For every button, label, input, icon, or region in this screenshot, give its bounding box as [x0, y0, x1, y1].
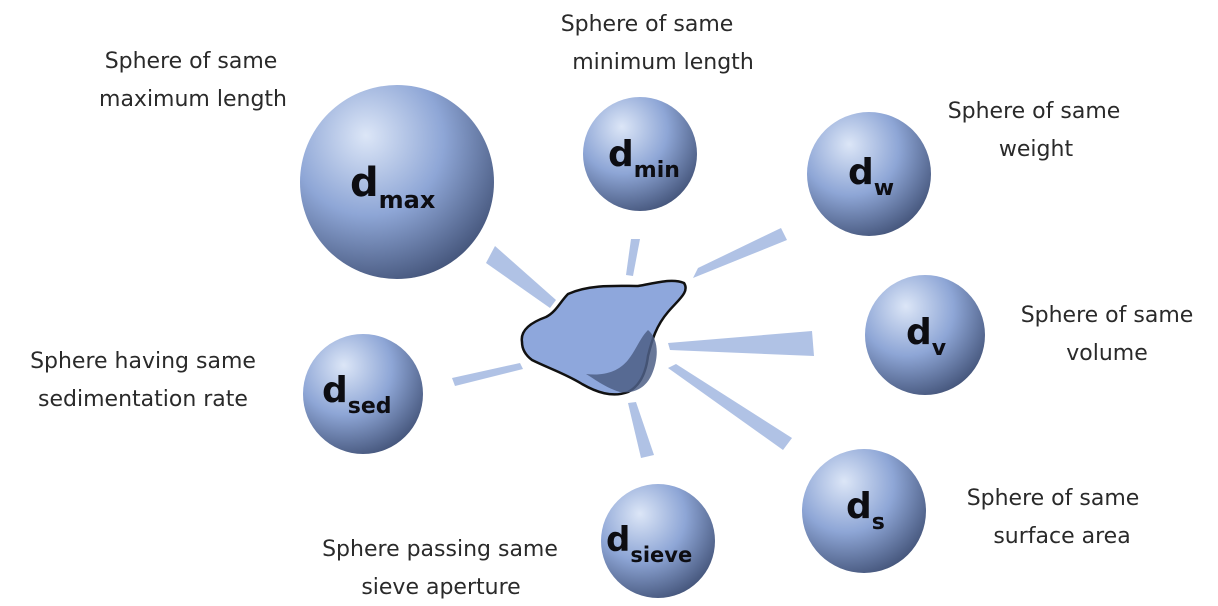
label-sieve-line-2: sieve aperture [361, 575, 520, 600]
sphere-min: dmin [583, 97, 697, 211]
label-sed-line-1: Sphere having same [30, 349, 256, 374]
label-s-line-1: Sphere of same [967, 486, 1140, 511]
ray-to-max [486, 246, 556, 308]
label-w: Sphere of same weight [948, 99, 1121, 162]
sphere-sed: dsed [303, 334, 423, 454]
sphere-s: ds [802, 449, 926, 573]
sphere-sed-symbol: dsed [322, 370, 392, 419]
sphere-v-ball [865, 275, 985, 395]
label-s-line-2: surface area [993, 524, 1130, 549]
sphere-min-ball [583, 97, 697, 211]
label-max-line-1: Sphere of same [105, 49, 278, 74]
sphere-sieve-symbol: dsieve [606, 520, 692, 567]
ray-to-sieve [628, 402, 654, 458]
label-s: Sphere of same surface area [967, 486, 1140, 549]
label-v-line-2: volume [1066, 341, 1148, 366]
ray-to-sed [452, 363, 523, 386]
sphere-w: dw [807, 112, 931, 236]
sphere-w-symbol: dw [848, 152, 894, 201]
sphere-min-symbol: dmin [608, 134, 680, 183]
sphere-max-ball [300, 85, 494, 279]
label-min-line-1: Sphere of same [561, 12, 734, 37]
label-v-line-1: Sphere of same [1021, 303, 1194, 328]
ray-to-v [668, 331, 814, 356]
sphere-v: dv [865, 275, 985, 395]
label-sieve: Sphere passing same sieve aperture [322, 537, 558, 600]
label-w-line-2: weight [999, 137, 1074, 162]
label-sed-line-2: sedimentation rate [38, 387, 248, 412]
rays-group [452, 228, 814, 458]
sphere-v-symbol: dv [906, 312, 947, 361]
label-max-line-2: maximum length [99, 87, 287, 112]
ray-to-s [668, 364, 792, 450]
label-sieve-line-1: Sphere passing same [322, 537, 558, 562]
sphere-s-ball [802, 449, 926, 573]
sphere-s-symbol: ds [846, 486, 885, 535]
sphere-w-ball [807, 112, 931, 236]
label-min: Sphere of same minimum length [561, 12, 754, 75]
label-w-line-1: Sphere of same [948, 99, 1121, 124]
sphere-sieve: dsieve [601, 484, 715, 598]
sphere-max: dmax [300, 85, 494, 279]
ray-to-w [693, 228, 787, 278]
label-min-line-2: minimum length [572, 50, 754, 75]
particle-shadow [586, 330, 657, 393]
sphere-max-symbol: dmax [350, 160, 436, 214]
label-sed: Sphere having same sedimentation rate [30, 349, 256, 412]
label-v: Sphere of same volume [1021, 303, 1194, 366]
sphere-sieve-ball [601, 484, 715, 598]
ray-to-min [626, 239, 640, 276]
label-max: Sphere of same maximum length [99, 49, 287, 112]
sphere-sed-ball [303, 334, 423, 454]
particle [520, 279, 687, 396]
